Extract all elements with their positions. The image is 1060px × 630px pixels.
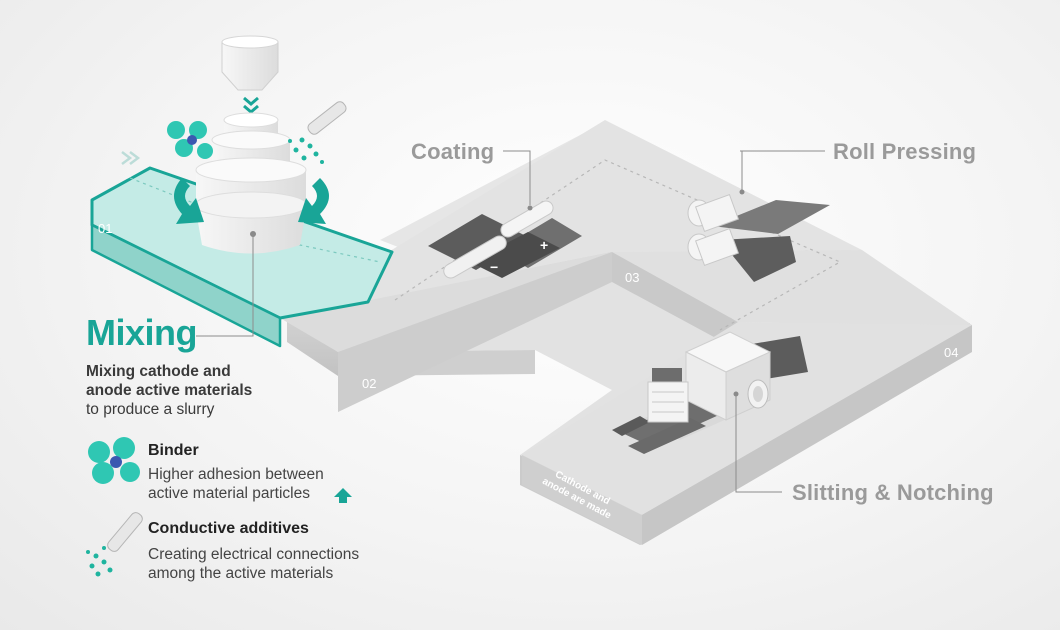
conductive-description: Creating electrical connections among th… — [148, 545, 408, 583]
mixing-description: Mixing cathode and anode active material… — [86, 362, 326, 419]
binder-title: Binder — [148, 442, 199, 459]
legend-conductive-icon — [86, 512, 143, 577]
binder-line-2: active material particles — [148, 485, 310, 502]
leader-lines — [196, 150, 825, 493]
mixing-desc-bold-2: anode active materials — [86, 382, 253, 399]
step-number-02: 02 — [362, 376, 376, 391]
minus-sign: − — [490, 259, 498, 275]
legend-binder-icon — [88, 437, 140, 484]
conductive-line-1: Creating electrical connections — [148, 546, 360, 563]
slitting-machine-icon — [612, 331, 808, 454]
binder-line-1: Higher adhesion between — [148, 466, 324, 483]
flow-chevron-icon — [121, 151, 141, 165]
step-label-coating: Coating — [411, 139, 495, 164]
mixing-title: Mixing — [86, 312, 198, 353]
conductive-line-2: among the active materials — [148, 565, 334, 582]
rotation-arrow-icon — [174, 178, 329, 224]
plus-sign: + — [540, 237, 548, 253]
mixing-desc-normal: to produce a slurry — [86, 401, 215, 418]
leader-dots — [527, 189, 745, 211]
up-arrow-icon — [334, 488, 352, 503]
conductive-additive-tube-icon — [288, 101, 347, 164]
binder-molecule-icon — [167, 121, 213, 159]
step-number-01: 01 — [98, 221, 112, 236]
step-label-roll-pressing: Roll Pressing — [833, 139, 977, 164]
binder-description: Higher adhesion between active material … — [148, 465, 408, 503]
step-label-slitting: Slitting & Notching — [792, 480, 994, 505]
coating-machine-icon: + − — [428, 200, 582, 279]
step-number-03: 03 — [625, 270, 639, 285]
platform-surface — [280, 120, 972, 545]
roll-press-machine-icon — [687, 193, 830, 282]
step-number-04: 04 — [944, 345, 958, 360]
mixing-desc-bold-1: Mixing cathode and — [86, 363, 231, 380]
conductive-title: Conductive additives — [148, 520, 309, 537]
mixer-machine-icon — [194, 35, 308, 254]
